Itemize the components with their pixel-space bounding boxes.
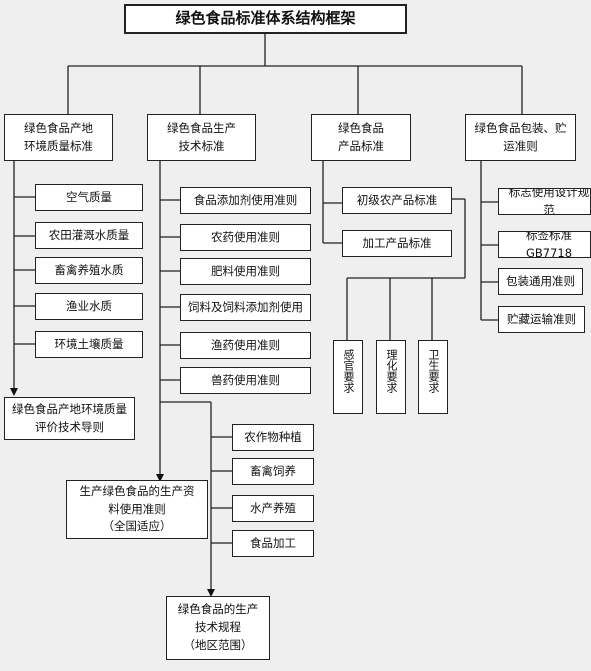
env-item-fishery-water: 渔业水质: [35, 293, 143, 320]
tech-item-pesticide: 农药使用准则: [180, 224, 311, 251]
requirement-sensory: 感官要求: [333, 340, 363, 414]
env-evaluation-guide: 绿色食品产地环境质量 评价技术导则: [4, 397, 135, 440]
pack-item-packaging-general: 包装通用准则: [498, 268, 583, 295]
branch-product-standard: 绿色食品 产品标准: [311, 114, 411, 161]
env-item-air: 空气质量: [35, 184, 143, 211]
regional-tech-regulations: 绿色食品的生产 技术规程 （地区范围）: [166, 596, 270, 660]
page-title: 绿色食品标准体系结构框架: [124, 4, 407, 34]
production-item-crop: 农作物种植: [232, 424, 314, 451]
product-item-primary: 初级农产品标准: [342, 187, 452, 214]
branch-tech-standard: 绿色食品生产 技术标准: [147, 114, 256, 161]
production-item-livestock: 畜禽饲养: [232, 458, 314, 485]
env-item-livestock-water: 畜禽养殖水质: [35, 257, 143, 284]
pack-item-logo-design: 标志使用设计规范: [498, 188, 591, 215]
pack-item-label-standard: 标签标准 GB7718: [498, 231, 591, 258]
materials-usage-guide: 生产绿色食品的生产资 料使用准则 （全国适应）: [66, 480, 208, 539]
pack-item-storage-transport: 贮藏运输准则: [498, 306, 585, 333]
requirement-physicochemical: 理化要求: [376, 340, 406, 414]
tech-item-feed: 饲料及饲料添加剂使用: [180, 294, 311, 321]
tech-item-veterinary-drug: 兽药使用准则: [180, 367, 311, 394]
branch-env-standard: 绿色食品产地 环境质量标准: [4, 114, 113, 161]
tech-item-fertilizer: 肥料使用准则: [180, 258, 311, 285]
tech-item-food-additive: 食品添加剂使用准则: [180, 187, 311, 214]
env-item-irrigation-water: 农田灌溉水质量: [35, 222, 143, 249]
requirement-hygiene: 卫生要求: [418, 340, 448, 414]
product-item-processed: 加工产品标准: [342, 230, 452, 257]
branch-packaging-standard: 绿色食品包装、贮 运准则: [465, 114, 576, 161]
tech-item-fishery-drug: 渔药使用准则: [180, 332, 311, 359]
production-item-food-processing: 食品加工: [232, 530, 314, 557]
env-item-soil: 环境土壤质量: [35, 331, 143, 358]
production-item-aquaculture: 水产养殖: [232, 495, 314, 522]
